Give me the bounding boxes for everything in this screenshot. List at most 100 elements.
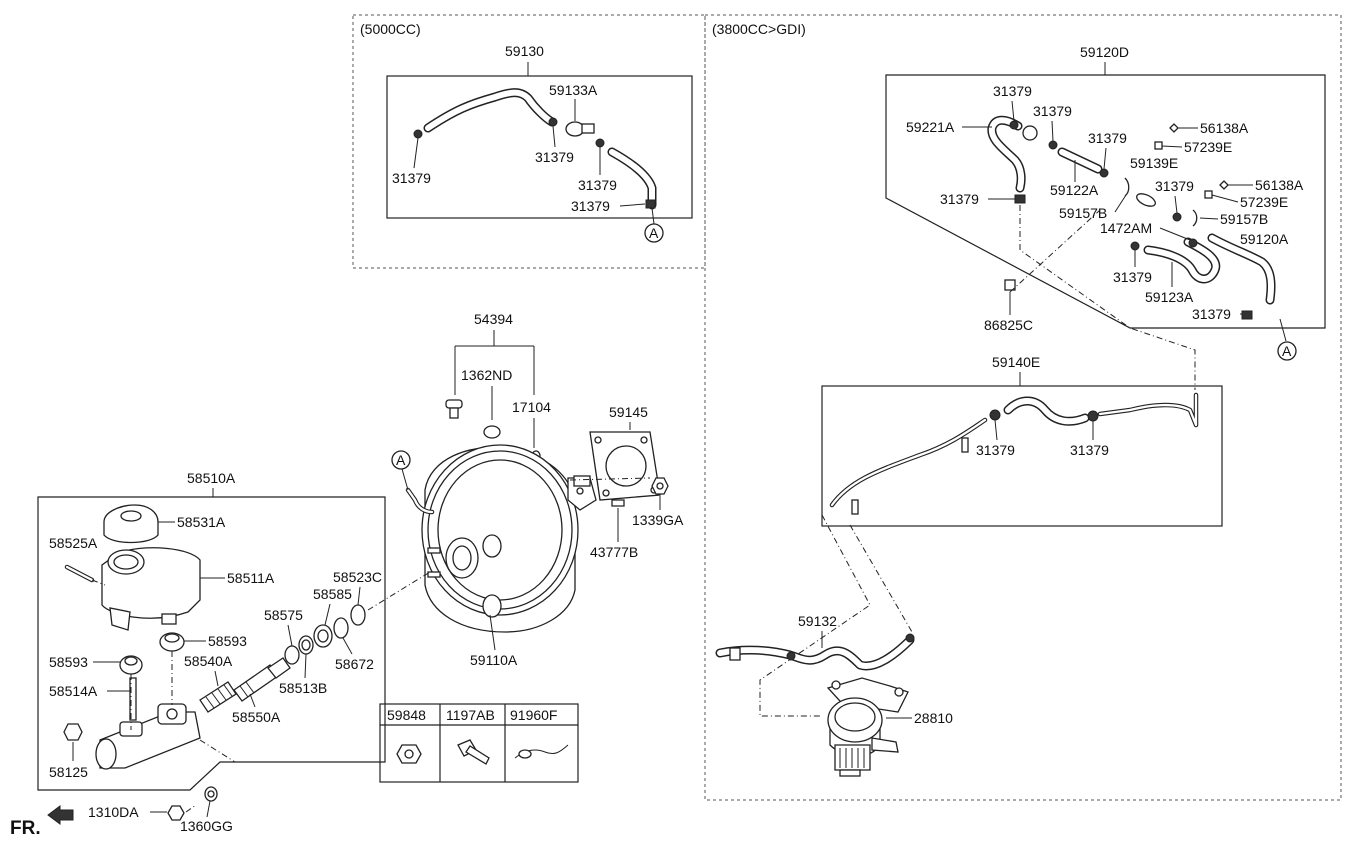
label-31379: 31379: [392, 170, 431, 186]
label-31379: 31379: [1070, 442, 1109, 458]
fastener-table: 59848 1197AB 91960F: [379, 703, 579, 783]
label-58511A: 58511A: [227, 570, 275, 586]
label-58513B: 58513B: [279, 680, 327, 696]
hose-59130-box: [386, 75, 693, 219]
o-ring-58523C: [350, 604, 366, 626]
nut-1310DA: [167, 805, 185, 821]
label-57239E: 57239E: [1184, 139, 1232, 155]
label-59120A: 59120A: [1240, 231, 1289, 247]
section-3800cc-title: (3800CC>GDI): [712, 21, 806, 37]
label-58540A: 58540A: [184, 653, 233, 669]
bolt-icon: [457, 739, 490, 765]
label-56138A: 56138A: [1200, 120, 1249, 136]
label-58575: 58575: [264, 607, 303, 623]
label-31379: 31379: [571, 198, 610, 214]
label-31379: 31379: [1192, 306, 1231, 322]
bolt-58125: [63, 723, 83, 741]
label-58525A: 58525A: [49, 535, 98, 551]
reference-mark-a: A: [391, 450, 411, 470]
fastener-header: 91960F: [510, 707, 557, 723]
label-57239E: 57239E: [1240, 194, 1288, 210]
label-59139E: 59139E: [1130, 155, 1178, 171]
svg-text:FR.: FR.: [10, 818, 41, 839]
svg-text:A: A: [1282, 343, 1292, 359]
booster-pin-1362ND: [445, 399, 463, 419]
label-58510A: 58510A: [187, 470, 236, 486]
label-59122A: 59122A: [1050, 182, 1099, 198]
label-31379: 31379: [976, 442, 1015, 458]
label-58585: 58585: [313, 586, 352, 602]
label-59145: 59145: [609, 404, 648, 420]
label-1339GA: 1339GA: [632, 512, 684, 528]
label-59157B: 59157B: [1059, 205, 1107, 221]
gasket-59145: [589, 431, 661, 501]
label-58593: 58593: [49, 654, 88, 670]
nut-1339GA: [651, 477, 669, 495]
label-31379: 31379: [993, 83, 1032, 99]
label-58514A: 58514A: [49, 683, 98, 699]
reference-mark-a: A: [1277, 341, 1297, 361]
hose-59120D-box: [885, 74, 1326, 329]
label-1310DA: 1310DA: [88, 804, 139, 820]
fastener-header: 59848: [387, 707, 426, 723]
bolt-58525A: [64, 564, 95, 583]
label-31379: 31379: [940, 191, 979, 207]
label-1472AM: 1472AM: [1100, 220, 1152, 236]
vacuum-pipe-59132: [715, 633, 915, 671]
label-59123A: 59123A: [1145, 289, 1194, 305]
grommet-1362ND: [483, 425, 501, 439]
label-31379: 31379: [535, 149, 574, 165]
grommet-58593: [119, 655, 143, 675]
label-1362ND: 1362ND: [461, 367, 512, 383]
section-5000cc-frame: [352, 14, 706, 269]
label-31379: 31379: [1033, 103, 1072, 119]
seal-58585: [313, 624, 333, 648]
pin-58514A: [129, 677, 137, 721]
nut-icon: [396, 744, 422, 764]
grommet-58593: [159, 632, 185, 652]
reference-mark-a: A: [644, 223, 664, 243]
label-17104: 17104: [512, 399, 551, 415]
label-59110A: 59110A: [470, 652, 518, 668]
label-59133A: 59133A: [549, 82, 598, 98]
label-28810: 28810: [914, 710, 953, 726]
vacuum-pipe-59140E: [829, 392, 1199, 515]
label-58523C: 58523C: [333, 569, 382, 585]
reservoir-cap-58531A: [103, 504, 159, 544]
cylinder-body: [95, 703, 201, 770]
master-cylinder-box: [37, 496, 386, 791]
label-59132: 59132: [798, 613, 837, 629]
label-58672: 58672: [335, 656, 374, 672]
label-31379: 31379: [578, 177, 617, 193]
label-59120D: 59120D: [1080, 44, 1129, 60]
label-31379: 31379: [1113, 269, 1152, 285]
front-direction-indicator: FR.: [10, 805, 74, 839]
label-43777B: 43777B: [590, 544, 638, 560]
svg-text:A: A: [649, 225, 659, 241]
label-58531A: 58531A: [177, 514, 226, 530]
spring-58540A: [199, 681, 237, 713]
clevis-pin-43777B: [611, 499, 625, 507]
label-59130: 59130: [505, 43, 544, 59]
section-3800cc-frame: [704, 14, 1342, 801]
fastener-header: 1197AB: [446, 707, 495, 723]
label-86825C: 86825C: [984, 317, 1033, 333]
label-1360GG: 1360GG: [180, 818, 233, 834]
label-59140E: 59140E: [992, 354, 1040, 370]
label-58550A: 58550A: [232, 709, 281, 725]
vacuum-hose-set-59120D: [987, 115, 1276, 320]
reservoir-58511A: [101, 547, 201, 631]
label-59221A: 59221A: [906, 119, 955, 135]
label-31379: 31379: [1088, 130, 1127, 146]
o-ring-58672: [333, 617, 349, 639]
vacuum-hose-59130: [413, 88, 657, 210]
pipe-59140E-box: [821, 385, 1223, 527]
washer-58575: [284, 645, 300, 665]
vacuum-booster-59110A: [421, 444, 597, 633]
piston-58550A: [233, 657, 291, 702]
label-59157B: 59157B: [1220, 211, 1268, 227]
label-58593: 58593: [208, 633, 247, 649]
label-54394: 54394: [474, 311, 513, 327]
seal-58513B: [298, 635, 314, 655]
